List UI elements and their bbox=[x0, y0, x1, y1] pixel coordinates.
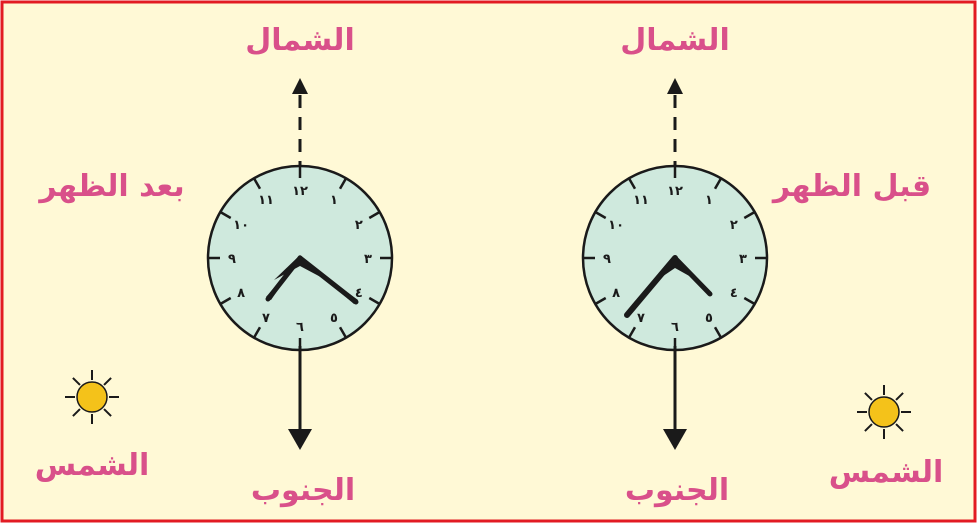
sun-ray bbox=[72, 408, 81, 417]
right-clock-numeral: ٥ bbox=[705, 311, 713, 326]
left-north-arrowhead bbox=[292, 78, 308, 94]
right-clock-numeral: ١٠ bbox=[608, 218, 624, 233]
left-clock-numeral: ٣ bbox=[364, 252, 372, 267]
left-clock-tick bbox=[252, 326, 262, 340]
right-clock-tick bbox=[743, 210, 757, 220]
left-clock-numeral: ٢ bbox=[355, 218, 363, 233]
right-clock-tick bbox=[593, 210, 607, 220]
right-clock-tick bbox=[593, 296, 607, 306]
right-clock-tick bbox=[713, 326, 723, 340]
left-north-label: الشمال bbox=[245, 23, 354, 58]
right-sun-label: الشمس bbox=[829, 455, 944, 490]
right-clock-tick bbox=[627, 176, 637, 190]
right-clock-numeral: ٧ bbox=[637, 311, 645, 326]
right-panel: الشمال قبل الظهر الجنوب الشمس ١٢١٢٣٤٥٦٧٨… bbox=[581, 23, 944, 508]
sun-ray bbox=[103, 377, 112, 386]
left-clock-tick bbox=[338, 326, 348, 340]
sun-ray bbox=[864, 423, 873, 432]
left-hand-hub bbox=[274, 255, 330, 282]
left-clock-tick bbox=[368, 210, 382, 220]
right-south-label: الجنوب bbox=[625, 473, 729, 508]
left-south-label: الجنوب bbox=[251, 473, 355, 508]
left-clock-numeral: ١٠ bbox=[233, 218, 249, 233]
sun-ray bbox=[103, 408, 112, 417]
right-clock-tick bbox=[743, 296, 757, 306]
sun-disc bbox=[868, 396, 900, 428]
left-clock-numeral: ٥ bbox=[330, 311, 338, 326]
right-time-label: قبل الظهر bbox=[771, 169, 931, 204]
left-clock-numeral: ٩ bbox=[228, 252, 236, 267]
left-clock-numeral: ١٢ bbox=[292, 184, 308, 199]
right-clock-tick bbox=[713, 176, 723, 190]
left-clock-tick bbox=[338, 176, 348, 190]
sun-ray bbox=[864, 392, 873, 401]
left-clock-ticks bbox=[207, 165, 393, 351]
left-sun-label: الشمس bbox=[35, 448, 150, 483]
right-clock-numeral: ٣ bbox=[739, 252, 747, 267]
right-north-label: الشمال bbox=[620, 23, 729, 58]
left-time-label: بعد الظهر bbox=[37, 169, 184, 204]
right-hand-hub bbox=[650, 255, 700, 285]
left-clock-tick bbox=[218, 210, 232, 220]
left-clock-numeral: ١ bbox=[330, 193, 338, 208]
right-clock-tick bbox=[627, 326, 637, 340]
left-clock-tick bbox=[368, 296, 382, 306]
right-north-arrowhead bbox=[667, 78, 683, 94]
left-clock-tick bbox=[252, 176, 262, 190]
left-clock-numeral: ٧ bbox=[262, 311, 270, 326]
right-clock-numeral: ٦ bbox=[671, 320, 679, 335]
sun-ray bbox=[895, 423, 904, 432]
right-clock-numeral: ٨ bbox=[612, 286, 620, 301]
right-clock-numeral: ٩ bbox=[603, 252, 611, 267]
right-clock-numeral: ١٢ bbox=[667, 184, 683, 199]
left-clock-tick bbox=[218, 296, 232, 306]
sun-ray bbox=[895, 392, 904, 401]
left-south-arrowhead bbox=[288, 429, 312, 450]
right-clock-numeral: ١١ bbox=[633, 193, 649, 208]
right-south-arrowhead bbox=[663, 429, 687, 450]
sun-disc bbox=[76, 381, 108, 413]
right-clock-numeral: ٢ bbox=[730, 218, 738, 233]
left-clock-numeral: ١١ bbox=[258, 193, 274, 208]
left-clock-numeral: ٦ bbox=[296, 320, 304, 335]
sun-ray bbox=[72, 377, 81, 386]
left-clock-numeral: ٤ bbox=[355, 286, 363, 301]
right-clock-numeral: ٤ bbox=[730, 286, 738, 301]
right-clock-numeral: ١ bbox=[705, 193, 713, 208]
left-clock-numeral: ٨ bbox=[237, 286, 245, 301]
left-sun-icon bbox=[65, 370, 119, 424]
left-panel: الشمال بعد الظهر الجنوب الشمس ١٢١٢٣٤٥٦٧٨… bbox=[35, 23, 394, 508]
right-sun-icon bbox=[857, 385, 911, 439]
